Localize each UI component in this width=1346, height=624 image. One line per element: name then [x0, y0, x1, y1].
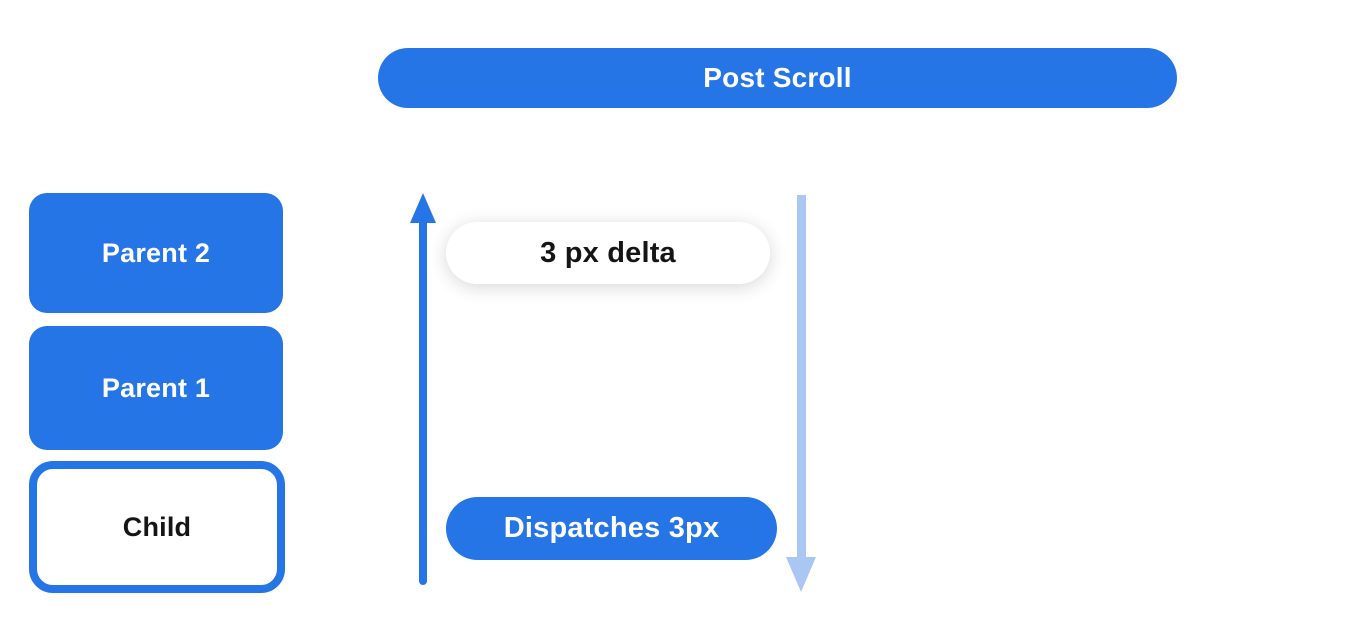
node-child: Child [29, 461, 285, 593]
up-arrow-icon [410, 193, 436, 585]
down-arrow-head [786, 557, 816, 592]
post-scroll-banner: Post Scroll [378, 48, 1177, 108]
dispatches-label-pill: Dispatches 3px [446, 497, 777, 560]
up-arrow-head [410, 193, 436, 223]
delta-label-pill: 3 px delta [446, 222, 770, 284]
node-parent-1: Parent 1 [29, 326, 283, 450]
down-arrow-icon [786, 195, 816, 592]
up-arrow-shaft [419, 219, 427, 585]
node-parent-2: Parent 2 [29, 193, 283, 313]
down-arrow-shaft [797, 195, 806, 559]
